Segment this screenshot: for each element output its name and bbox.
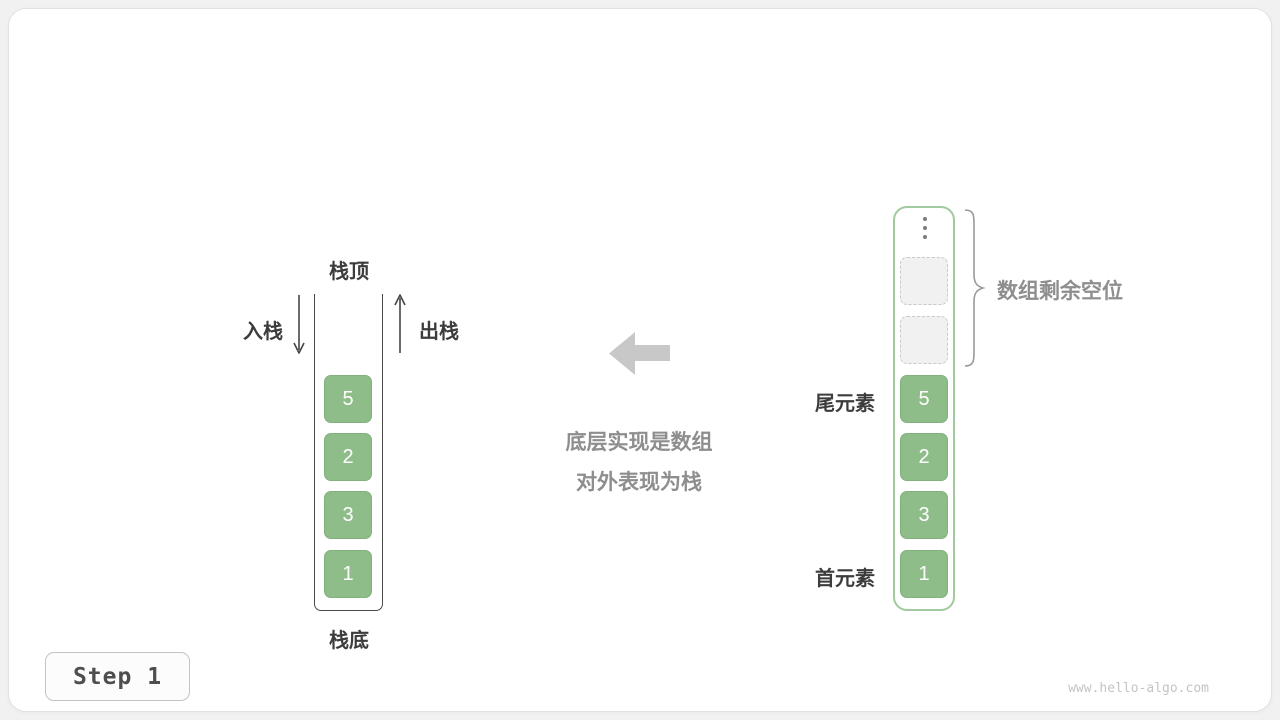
array-cell: 3 <box>900 491 948 539</box>
stack-cell: 2 <box>324 433 372 481</box>
head-element-label: 首元素 <box>815 568 875 590</box>
step-badge: Step 1 <box>45 652 190 701</box>
card: 栈顶 入栈 出栈 5 2 3 1 栈底 底层实现是数组 对外表现为栈 5 2 3 <box>8 8 1272 712</box>
push-label: 入栈 <box>243 321 283 343</box>
remaining-slots-label: 数组剩余空位 <box>997 280 1123 303</box>
watermark: www.hello-algo.com <box>1068 681 1209 696</box>
stack-bottom-label: 栈底 <box>329 630 369 652</box>
step-label: Step 1 <box>72 663 163 690</box>
left-block-arrow-icon <box>609 332 670 375</box>
brace-icon <box>964 209 986 367</box>
pop-label: 出栈 <box>419 321 459 343</box>
stack-cell: 1 <box>324 550 372 598</box>
caption-line-2: 对外表现为栈 <box>576 471 702 494</box>
push-arrow-icon <box>293 295 305 354</box>
ellipsis-icon <box>922 217 927 239</box>
stack-cell: 3 <box>324 491 372 539</box>
pop-arrow-icon <box>394 294 406 353</box>
array-cell: 5 <box>900 375 948 423</box>
array-cell: 1 <box>900 550 948 598</box>
caption-line-1: 底层实现是数组 <box>565 431 713 454</box>
stack-top-label: 栈顶 <box>329 261 369 283</box>
array-empty-slot <box>900 257 948 305</box>
stack-cell: 5 <box>324 375 372 423</box>
array-cell: 2 <box>900 433 948 481</box>
array-empty-slot <box>900 316 948 364</box>
tail-element-label: 尾元素 <box>815 393 875 415</box>
